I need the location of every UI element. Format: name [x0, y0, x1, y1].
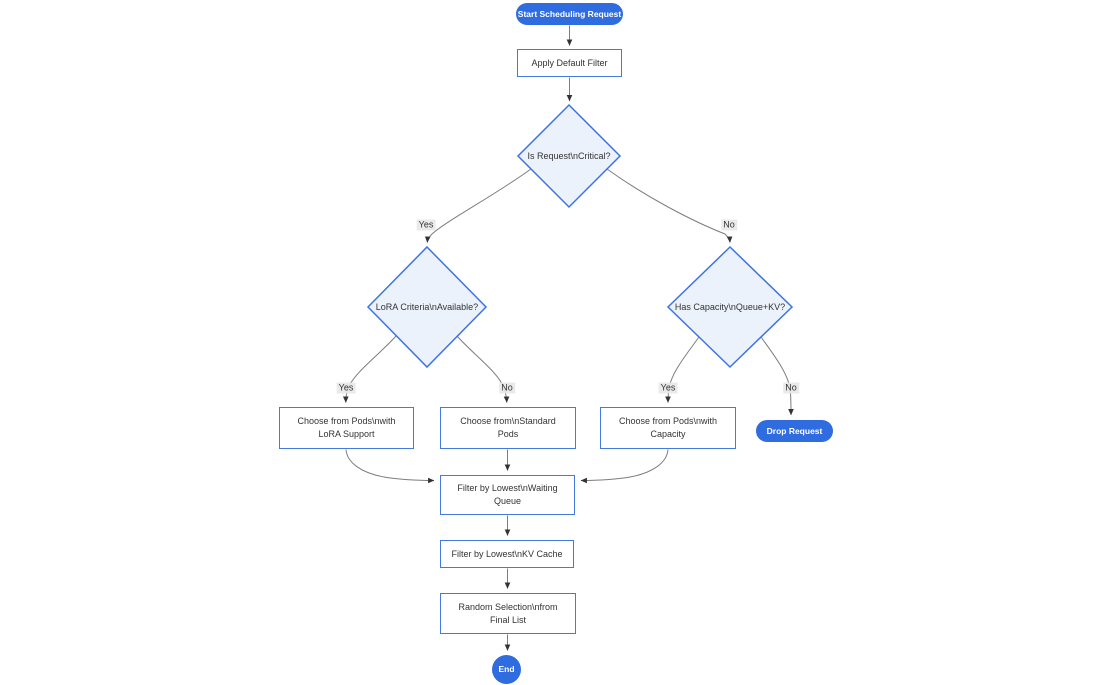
- decision-is-request-critical-shape: [516, 103, 622, 209]
- node-choose-capacity-pods-line2: Capacity: [650, 429, 686, 439]
- edge-label-lora-yes: Yes: [336, 382, 356, 394]
- node-choose-capacity-pods-line1: Choose from Pods\nwith: [618, 416, 718, 426]
- node-end: End: [492, 655, 521, 684]
- decision-has-capacity-shape: [666, 245, 794, 369]
- node-choose-capacity-pods: Choose from Pods\nwith Capacity: [600, 407, 736, 449]
- edge-label-critical-no: No: [721, 219, 737, 231]
- node-end-label: End: [498, 664, 515, 674]
- node-random-selection: Random Selection\nfrom Final List: [440, 593, 576, 634]
- decision-is-request-critical-text: Is Request\nCritical?: [527, 150, 611, 161]
- node-apply-default-filter-label: Apply Default Filter: [531, 57, 608, 68]
- node-drop-request-label: Drop Request: [766, 425, 823, 436]
- node-drop-request: Drop Request: [756, 420, 833, 442]
- node-random-selection-line1: Random Selection\nfrom: [458, 601, 558, 612]
- edge-is-critical-no-to-has-capacity: [606, 168, 733, 243]
- edge-label-capacity-no: No: [783, 382, 799, 394]
- node-choose-lora-pods-line2: LoRA Support: [318, 429, 375, 439]
- node-choose-lora-pods: Choose from Pods\nwith LoRA Support: [279, 407, 414, 449]
- node-choose-standard-pods-line2: Pods: [497, 429, 519, 439]
- edge-label-lora-no: No: [499, 382, 515, 394]
- edge-label-critical-yes: Yes: [416, 219, 436, 231]
- node-start: Start Scheduling Request: [516, 3, 623, 25]
- decision-lora-criteria-shape: [366, 245, 488, 369]
- node-filter-kv-cache: Filter by Lowest\nKV Cache: [440, 540, 574, 568]
- node-lora-criteria-label: LoRA Criteria\nAvailable?: [362, 300, 492, 314]
- node-is-request-critical-label: Is Request\nCritical?: [509, 149, 629, 163]
- edge-label-capacity-yes: Yes: [658, 382, 678, 394]
- node-choose-standard-pods-line1: Choose from\nStandard: [460, 416, 556, 426]
- edge-is-critical-yes-to-lora-criteria: [424, 168, 532, 243]
- node-filter-kv-cache-label: Filter by Lowest\nKV Cache: [451, 548, 563, 559]
- node-choose-standard-pods: Choose from\nStandard Pods: [440, 407, 576, 449]
- node-filter-waiting-queue: Filter by Lowest\nWaiting Queue: [440, 475, 575, 515]
- decision-lora-criteria-text: LoRA Criteria\nAvailable?: [375, 301, 479, 312]
- node-has-capacity-label: Has Capacity\nQueue+KV?: [665, 300, 795, 314]
- edge-choose-lora-to-filter-queue: [345, 449, 435, 484]
- edge-has-capacity-no-to-drop-request: [760, 336, 794, 416]
- edge-choose-capacity-to-filter-queue: [580, 449, 669, 484]
- node-filter-waiting-queue-line2: Queue: [493, 496, 522, 506]
- node-apply-default-filter: Apply Default Filter: [517, 49, 622, 77]
- node-choose-lora-pods-line1: Choose from Pods\nwith: [297, 416, 396, 426]
- node-start-label: Start Scheduling Request: [517, 8, 622, 19]
- node-random-selection-line2: Final List: [489, 614, 526, 625]
- decision-has-capacity-text: Has Capacity\nQueue+KV?: [674, 301, 786, 312]
- node-filter-waiting-queue-line1: Filter by Lowest\nWaiting: [457, 483, 558, 493]
